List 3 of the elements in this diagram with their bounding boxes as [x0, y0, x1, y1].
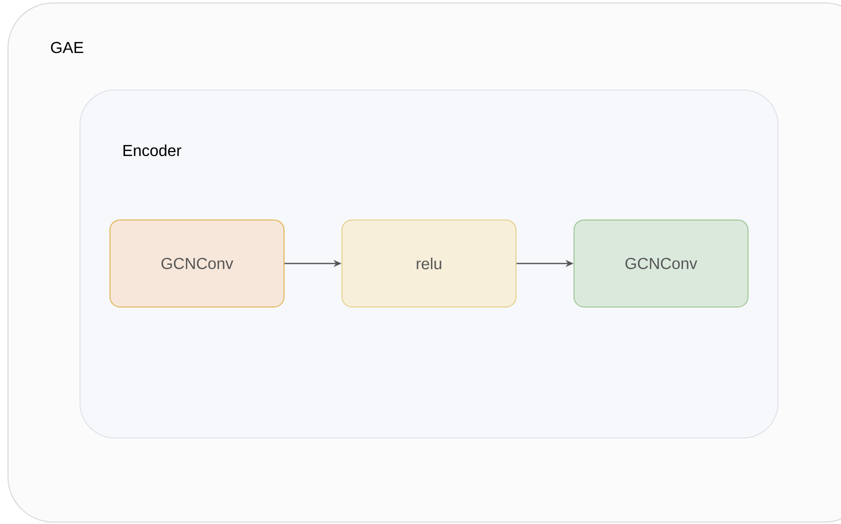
process-box: GCNConv: [110, 219, 284, 308]
process-box: GCNConv: [574, 219, 748, 308]
process-box: relu: [342, 219, 516, 308]
